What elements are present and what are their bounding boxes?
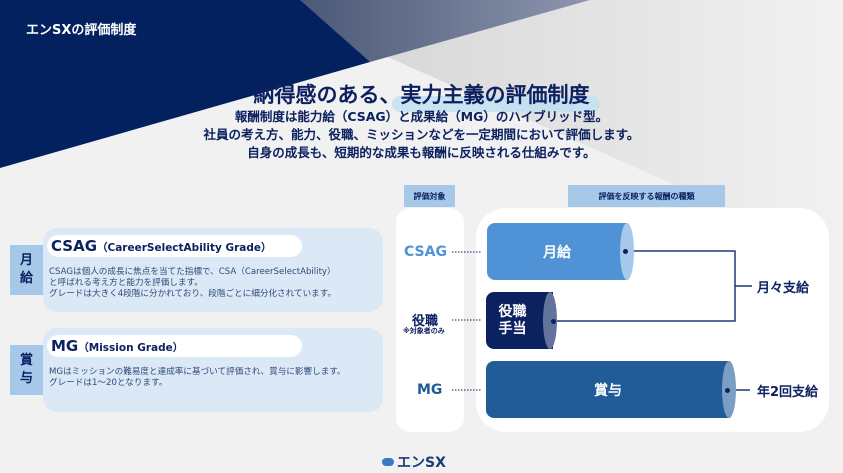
role-allowance-label: 役職 <box>498 303 527 320</box>
target-mg: MG <box>417 382 443 398</box>
page-header-title: エンSXの評価制度 <box>26 23 137 38</box>
target-csag: CSAG <box>404 244 447 260</box>
payment-twice-yearly: 年2回支給 <box>757 385 819 400</box>
role-allowance-cylinder: 役職手当 <box>486 292 557 349</box>
csag-desc: グレードは大きく4段階に分かれており、段階ごとに細分化されています。 <box>49 289 337 299</box>
connector-dot <box>725 388 730 393</box>
connector-dot <box>623 249 628 254</box>
csag-desc: CSAGは個人の成長に焦点を当てた指標で、CSA（CareerSelectAbi… <box>49 267 336 277</box>
csag-name: CSAG <box>51 237 98 255</box>
mg-desc: MGはミッションの難易度と達成率に基づいて評価され、賞与に影響します。 <box>49 367 346 377</box>
mg-desc: グレードは1～20となります。 <box>49 378 168 388</box>
bonus-tag: 賞与 <box>10 345 43 395</box>
bonus-cylinder: 賞与 <box>486 361 736 418</box>
logo-icon <box>382 458 394 466</box>
reward-header: 評価を反映する報酬の種類 <box>568 185 725 207</box>
payment-monthly: 月々支給 <box>757 281 810 296</box>
monthly-salary-label: 月給 <box>543 244 571 261</box>
bonus-tag-label: 賞与 <box>19 353 33 386</box>
logo-text: エンSX <box>397 455 446 471</box>
mg-card: MG（Mission Grade） MGはミッションの難易度と達成率に基づいて評… <box>43 328 383 412</box>
csag-full-name: （CareerSelectAbility Grade） <box>97 242 272 254</box>
monthly-salary-cylinder: 月給 <box>487 223 634 280</box>
target-role-note: ※対象者のみ <box>403 327 445 335</box>
monthly-tag: 月給 <box>10 245 43 295</box>
hero-title: 納得感のある、実力主義の評価制度 <box>253 83 590 107</box>
mg-name: MG <box>51 337 79 355</box>
csag-card: CSAG（CareerSelectAbility Grade） CSAGは個人の… <box>43 228 383 312</box>
hero-line: 報酬制度は能力給（CSAG）と成果給（MG）のハイブリッド型。 <box>234 109 609 124</box>
hero-line: 社員の考え方、能力、役職、ミッションなどを一定期間において評価します。 <box>203 127 640 142</box>
mg-full-name: （Mission Grade） <box>78 342 184 354</box>
bonus-label: 賞与 <box>594 382 622 399</box>
connector-dot <box>551 319 556 324</box>
footer-logo: エンSX <box>382 452 446 472</box>
title-highlight <box>392 96 600 112</box>
hero-line: 自身の成長も、短期的な成果も報酬に反映される仕組みです。 <box>247 145 596 160</box>
monthly-tag-label: 月給 <box>19 253 33 286</box>
target-header: 評価対象 <box>404 185 455 207</box>
role-allowance-label: 手当 <box>498 320 527 337</box>
target-role: 役職 <box>412 314 439 329</box>
csag-desc: と呼ばれる考え方と能力を評価します。 <box>49 278 203 288</box>
